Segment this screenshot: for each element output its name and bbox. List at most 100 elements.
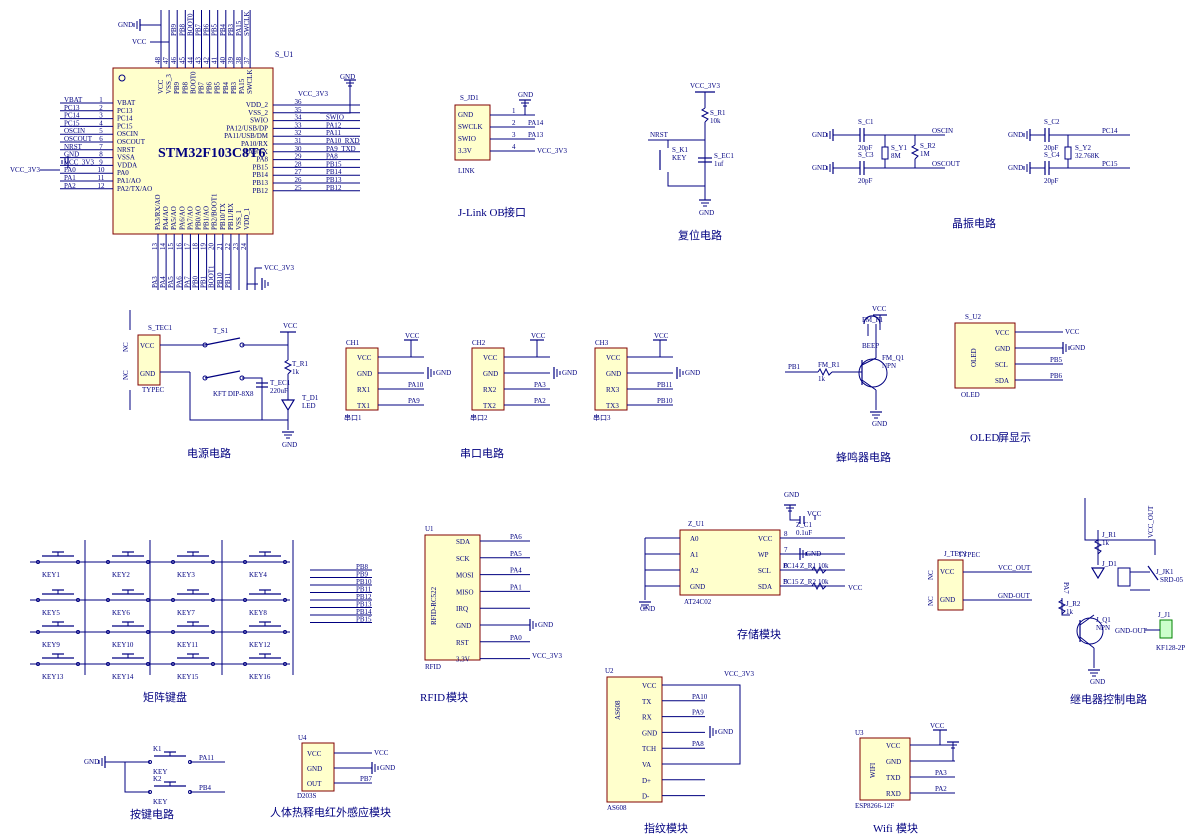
pc15-net-label: PC15 [783,578,799,586]
vcc-net-label: VCC_3V3 [264,264,294,272]
typec-nc: NC [122,342,130,352]
mcu-bottom-pin-name: VDD_1 [243,207,251,230]
serial-port-ref: CH3 [595,339,609,347]
wire [650,340,661,358]
mcu-bottom-pin-name: PA5/AO [170,206,178,230]
oscout-net-label: OSCOUT [932,160,961,168]
button-key [148,760,152,764]
mcu-bottom-net: PA5 [167,276,175,288]
button-k2-ref: K2 [153,775,162,783]
mcu-bottom-pin-number: 14 [159,243,167,251]
mcu-right-pin-number: 36 [295,98,303,106]
eeprom-part: AT24C02 [684,598,712,606]
power-led-value: LED [302,402,316,410]
mcu-bottom-net: PB1 [200,275,208,288]
gnd-net-label: GND [812,131,827,139]
oled-ref: S_U2 [965,313,981,321]
eeprom-r1 [811,565,827,575]
mcu-bottom-net: PB0 [192,275,200,288]
keypad-key-label: KEY2 [112,571,130,579]
mcu-left-net: OSCOUT [64,135,93,143]
jlink-pin-name: SWIO [458,135,476,143]
switch-part: KFT DIP-8X8 [213,390,254,398]
mcu-left-pin-number: 1 [99,96,103,104]
section-title-jlink-suffix: 接口 [504,206,526,219]
keypad-net-label: PB13 [356,601,372,609]
serial-pin-name: TX2 [483,402,496,410]
serial-net-label: PB11 [657,381,673,389]
wifi-body-label: WIFI [869,762,877,778]
mcu-right-pin-name: PA11/USB/DM [224,132,269,140]
wire [242,377,263,420]
rfid-pin-name: RST [456,639,470,647]
mcu-top-pin-number: 45 [178,57,186,65]
mcu-bottom-pin-number: 20 [208,243,216,251]
wire [667,172,705,187]
vcc-net-label: VCC [848,584,863,592]
section-title-jlink: J-Link OB [458,207,505,219]
relay-led-ref: J_D1 [1102,560,1117,568]
gnd-net-label: GND [685,369,700,377]
jlink-ref: S_JD1 [460,94,479,102]
oled-body-label: OLED [970,348,978,367]
mcu-right-pin-name: PB12 [252,187,268,195]
mcu-right-pin-number: 35 [295,106,303,114]
vcc-net-label: VCC [807,510,822,518]
mcu-top-pin-name: PB4 [222,81,230,94]
mcu-ref: S_U1 [275,50,293,59]
oled-pin-name: SDA [995,377,1009,385]
mcu-bottom-net: PB10 [216,272,224,288]
wifi-pin-name: VCC [886,742,901,750]
crystal-c1-value: 20pF [858,144,873,152]
pir-pin-name: OUT [307,780,322,788]
mcu-top-pin-number: 41 [211,57,219,65]
transistor [861,379,877,391]
serial-pin-name: RX3 [606,386,620,394]
vcc-net-label: VCC [405,332,420,340]
relay-typec-body [937,559,964,611]
wire [930,730,941,746]
gnd-net-label: GND [640,605,655,613]
eeprom-left-pin: A0 [690,535,699,543]
mcu-top-pin-name: VSS_3 [165,74,173,94]
mcu-right-pin-number: 30 [295,145,303,153]
switch-ref: T_S1 [213,327,229,335]
power-led-ref: T_D1 [302,394,319,402]
keypad-key-label: KEY16 [249,673,271,681]
fingerprint-pin-name: D- [642,793,650,801]
crystal-y2-ref: S_Y2 [1075,144,1091,152]
wifi-pin-name: GND [886,758,901,766]
oled-part: OLED [961,391,980,399]
relay-r2-value: 1k [1066,608,1074,616]
buzzer-body [863,315,881,325]
serial-net-label: PB10 [657,397,673,405]
serial-pin-name: TX3 [606,402,619,410]
transistor [1076,617,1104,645]
mcu-left-pin-number: 7 [99,143,103,151]
wire [189,372,288,421]
mcu-left-pin-name: VDDA [117,161,137,169]
wire [401,340,412,358]
crystal-c1-ref: S_C1 [858,118,874,126]
mcu-right-pin-number: 26 [295,176,303,184]
section-title-reset: 复位电路 [678,228,722,242]
relay-r1-value: 1k [1102,539,1110,547]
gnd-out-net: GND-OUT [998,592,1031,600]
jlink-net: PA13 [528,131,544,139]
mcu-right-net: PB12 [326,184,342,192]
mcu-left-net: PA1 [64,174,76,182]
crystal-c3-value: 20pF [858,177,873,185]
keypad-key-label: KEY9 [42,641,60,649]
wire [254,267,262,290]
eeprom-right-pin: VCC [758,535,773,543]
mcu-bottom-pin-number: 22 [224,243,232,251]
relay-r2 [1057,599,1067,615]
mcu-top-net: PB3 [227,23,235,36]
mcu-right-pin-number: 33 [295,121,303,129]
buzzer-net-label: PB1 [788,363,801,371]
nrst-net-label: NRST [650,131,669,139]
mcu-bottom-pin-number: 17 [183,243,191,251]
mcu-left-pin-number: 6 [99,135,103,143]
keypad-key-label: KEY8 [249,609,267,617]
mcu-left-pin-name: OSCIN [117,130,138,138]
